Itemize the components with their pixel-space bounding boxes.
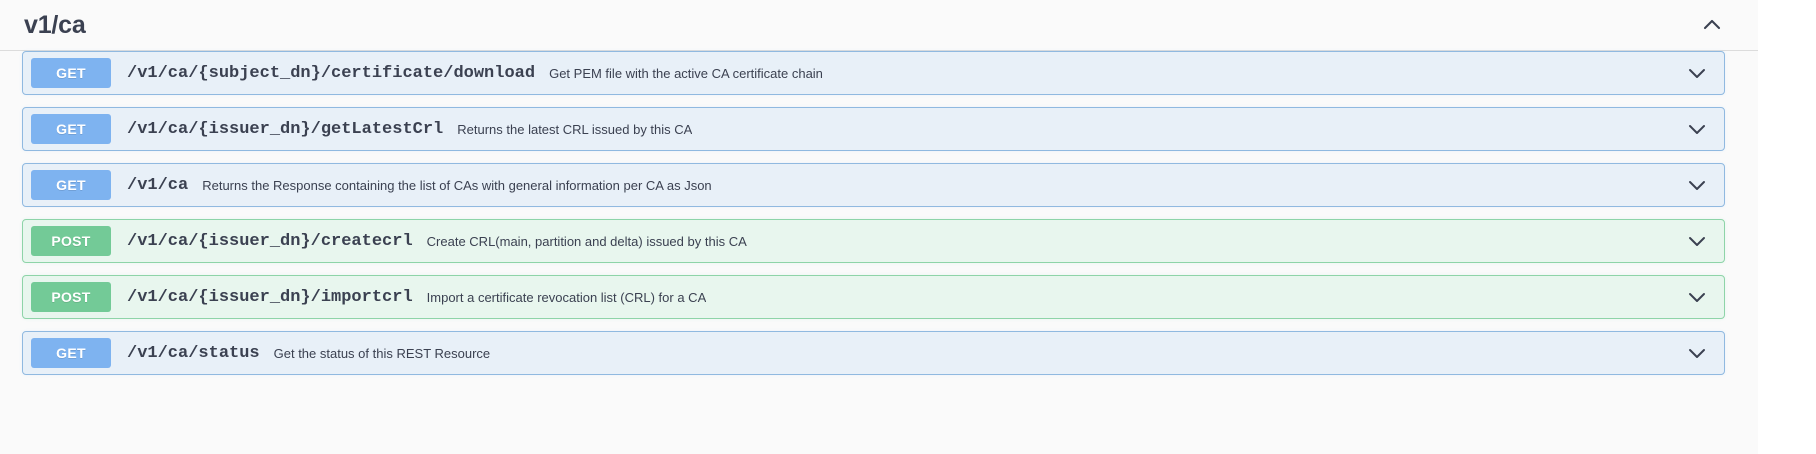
- chevron-down-icon[interactable]: [1684, 284, 1710, 310]
- operation-summary: Returns the Response containing the list…: [202, 177, 712, 193]
- operation-path: /v1/ca/{subject_dn}/certificate/download: [127, 63, 536, 83]
- operation-path: /v1/ca/{issuer_dn}/getLatestCrl: [127, 119, 444, 139]
- http-method-badge: POST: [31, 282, 111, 312]
- http-method-badge: GET: [31, 338, 111, 368]
- chevron-down-icon[interactable]: [1684, 60, 1710, 86]
- chevron-down-icon[interactable]: [1684, 340, 1710, 366]
- tag-title: v1/ca: [24, 10, 86, 39]
- operation-row-post-3[interactable]: POST /v1/ca/{issuer_dn}/createcrl Create…: [22, 219, 1725, 263]
- http-method-badge: GET: [31, 58, 111, 88]
- operation-row-get-5[interactable]: GET /v1/ca/status Get the status of this…: [22, 331, 1725, 375]
- swagger-ui-surface: v1/ca GET /v1/ca/{subject_dn}/certificat…: [0, 0, 1758, 375]
- operation-path: /v1/ca/status: [127, 343, 260, 363]
- operations-list: GET /v1/ca/{subject_dn}/certificate/down…: [0, 51, 1758, 387]
- operation-row-get-0[interactable]: GET /v1/ca/{subject_dn}/certificate/down…: [22, 51, 1725, 95]
- operation-summary: Import a certificate revocation list (CR…: [426, 289, 707, 305]
- operation-row-get-1[interactable]: GET /v1/ca/{issuer_dn}/getLatestCrl Retu…: [22, 107, 1725, 151]
- operation-path: /v1/ca/{issuer_dn}/importcrl: [127, 287, 413, 307]
- tag-header-controls: [1699, 12, 1725, 38]
- operation-summary: Returns the latest CRL issued by this CA: [457, 121, 693, 137]
- operation-row-post-4[interactable]: POST /v1/ca/{issuer_dn}/importcrl Import…: [22, 275, 1725, 319]
- http-method-badge: GET: [31, 170, 111, 200]
- operation-row-get-2[interactable]: GET /v1/ca Returns the Response containi…: [22, 163, 1725, 207]
- operation-path: /v1/ca/{issuer_dn}/createcrl: [127, 231, 413, 251]
- operation-path: /v1/ca: [127, 175, 189, 195]
- operation-summary: Get PEM file with the active CA certific…: [549, 65, 823, 81]
- chevron-up-icon[interactable]: [1699, 12, 1725, 38]
- chevron-down-icon[interactable]: [1684, 116, 1710, 142]
- http-method-badge: POST: [31, 226, 111, 256]
- tag-header[interactable]: v1/ca: [0, 0, 1758, 51]
- chevron-down-icon[interactable]: [1684, 172, 1710, 198]
- operation-summary: Create CRL(main, partition and delta) is…: [426, 233, 747, 249]
- http-method-badge: GET: [31, 114, 111, 144]
- operation-summary: Get the status of this REST Resource: [273, 345, 491, 361]
- api-tag-section-v1-ca: v1/ca GET /v1/ca/{subject_dn}/certificat…: [0, 0, 1758, 375]
- page-right-gutter: [1758, 0, 1816, 454]
- chevron-down-icon[interactable]: [1684, 228, 1710, 254]
